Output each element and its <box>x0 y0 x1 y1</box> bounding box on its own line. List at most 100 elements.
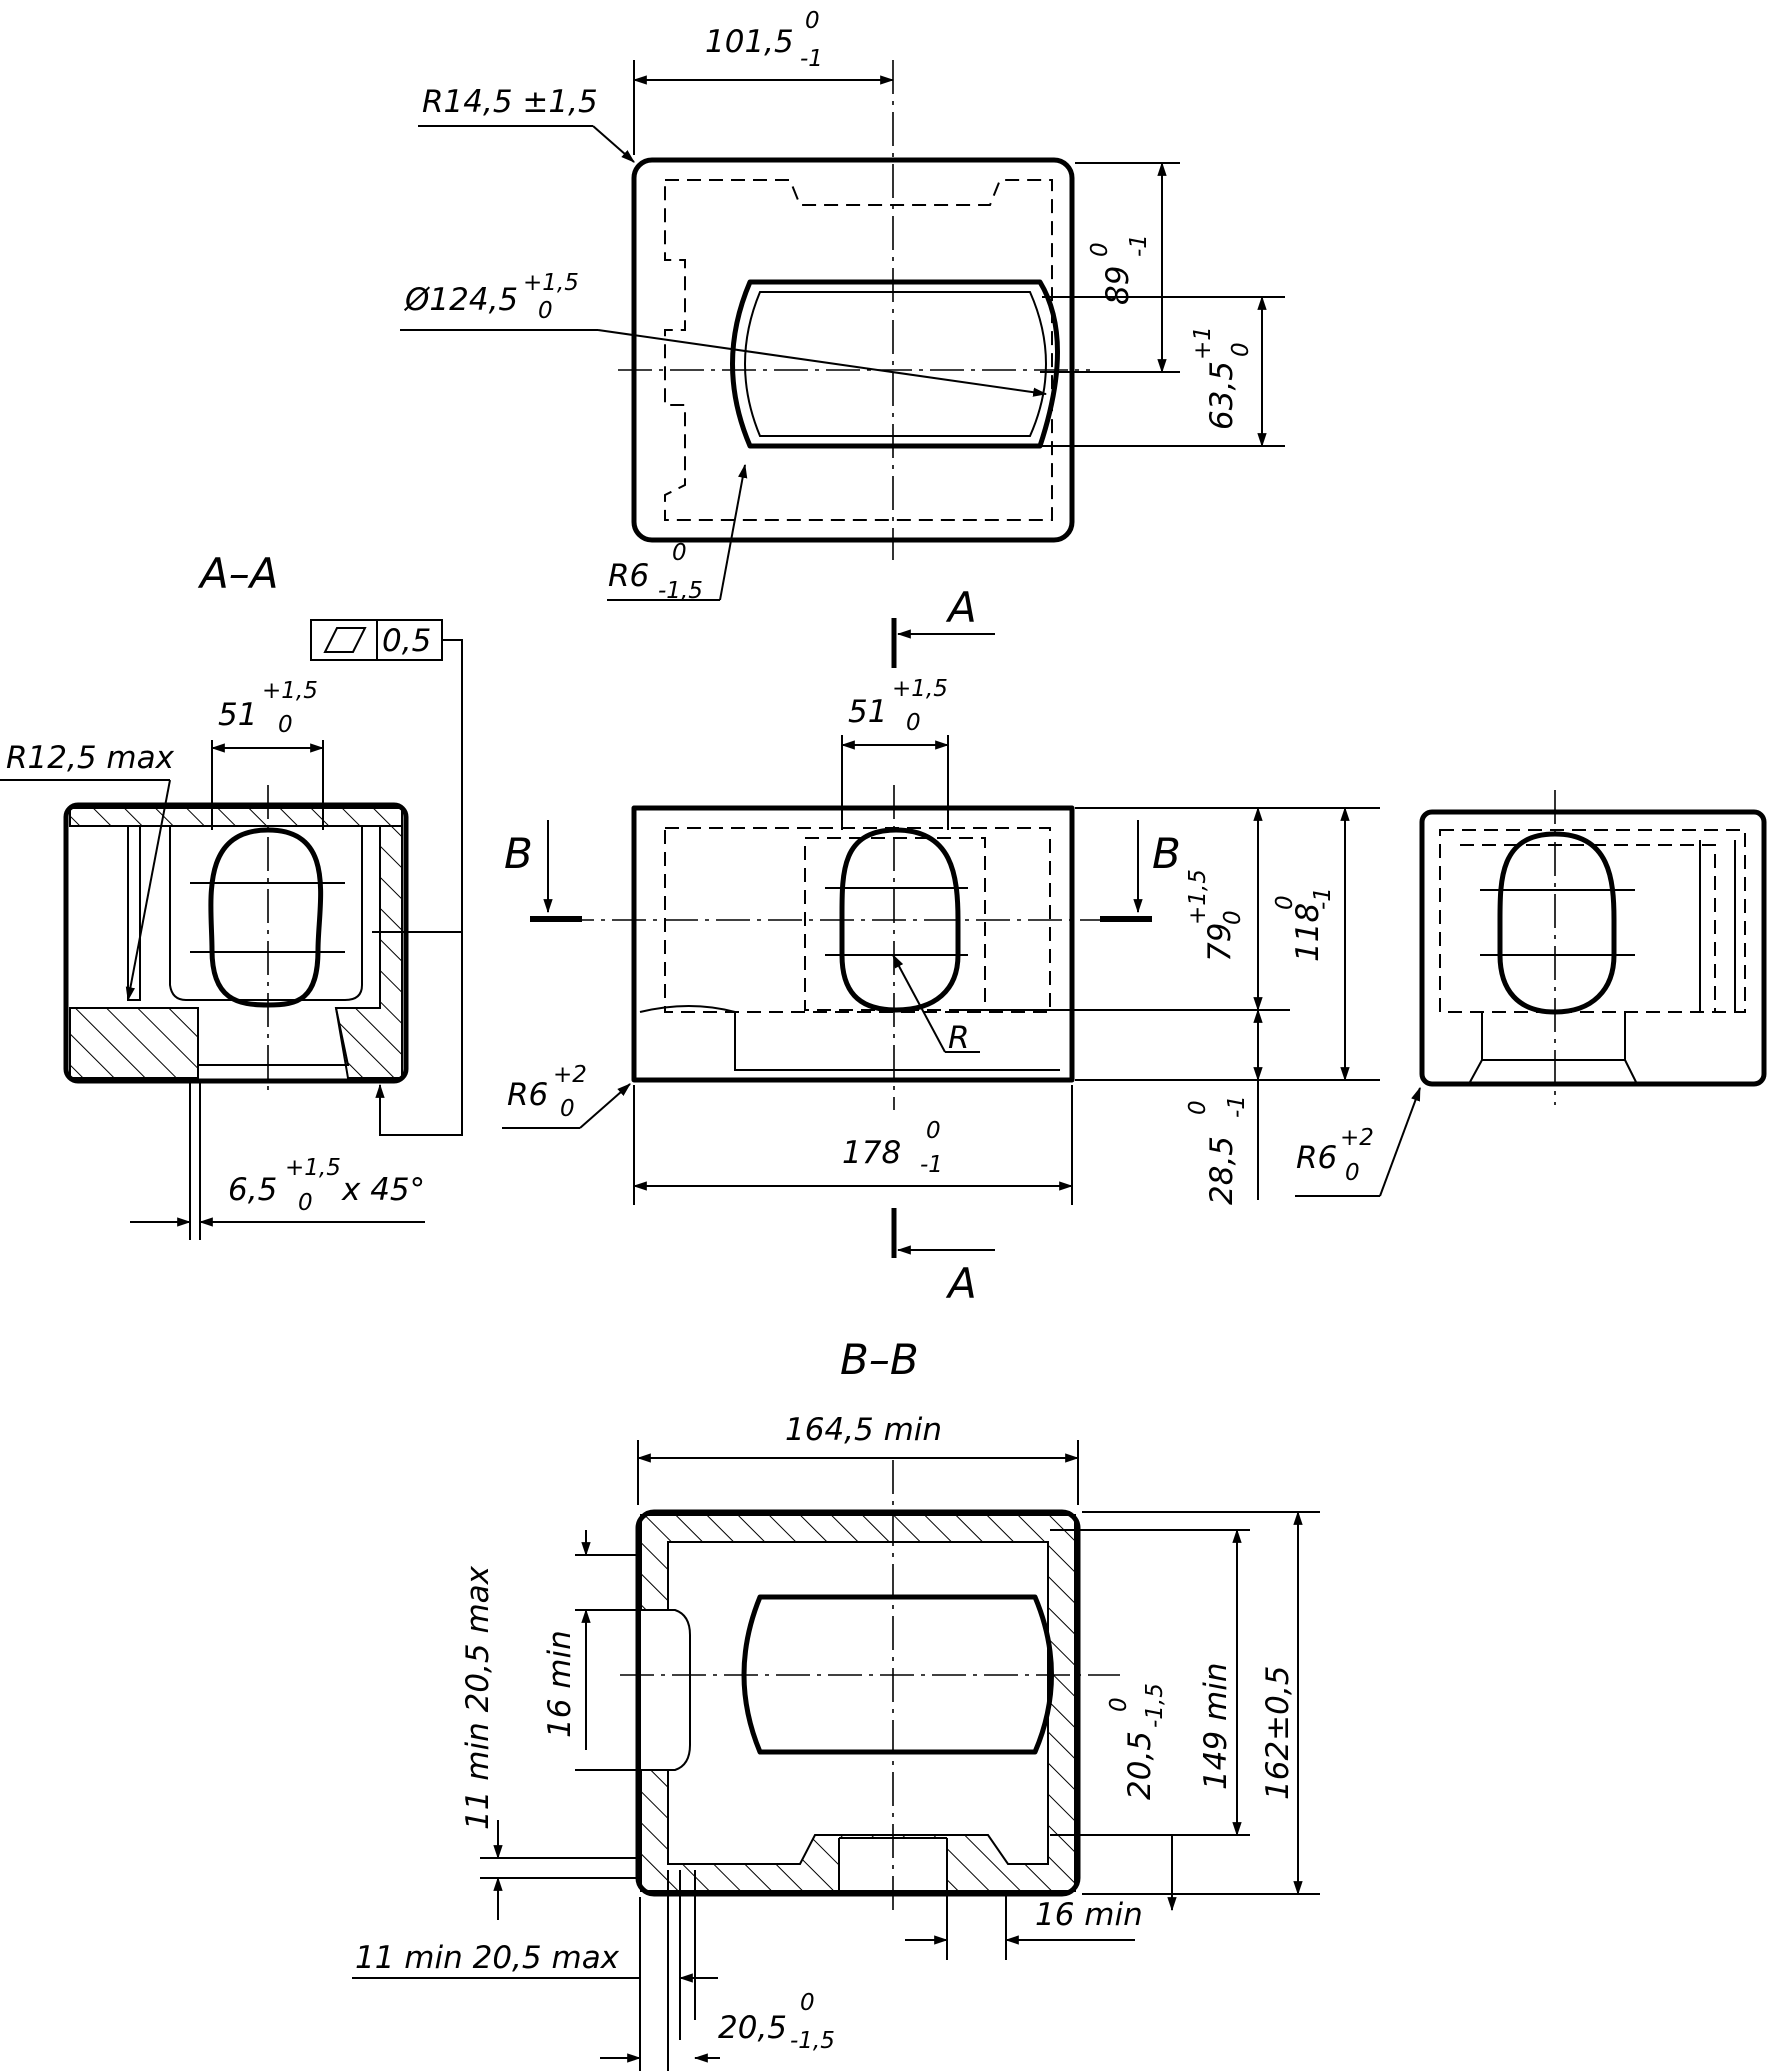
front-view-base-dim: 28,5 <box>1204 1136 1240 1205</box>
top-view-inner-radius-tol-low: -1,5 <box>658 578 703 604</box>
section-bb-bottom-wall-tol-up: 0 <box>800 1990 815 2016</box>
section-bb-slot-min: 16 min <box>542 1630 578 1738</box>
section-aa-inner-cavity <box>169 826 363 1001</box>
section-aa-top-wall <box>69 807 403 827</box>
front-view-height-tol-up: 0 <box>1272 895 1298 910</box>
section-aa-opening-dim: 51 <box>218 697 257 733</box>
front-view-base-tol-low: -1 <box>1224 1095 1250 1118</box>
section-bb-width-min: 164,5 min <box>785 1412 942 1448</box>
side-view-outline <box>1419 809 1767 1087</box>
front-view-outline <box>631 805 1075 1083</box>
section-bb: B–B 164,5 min 149 min 162±0,5 20,5 0 -1,… <box>352 1335 1320 2071</box>
section-bb-outline <box>635 1509 1081 1897</box>
section-aa: A–A 51 +1,5 0 R12,5 max 0,5 6,5 +1,5 0 <box>0 549 463 1240</box>
side-view-hidden-outline <box>1439 829 1746 1013</box>
section-bb-bottom-wall-tol-low: -1,5 <box>790 2028 835 2054</box>
front-view-length-dim: 178 <box>842 1135 901 1171</box>
section-bb-bottom-wall-dim: 20,5 <box>718 2010 787 2046</box>
top-view-diameter-tol-up: +1,5 <box>523 270 579 296</box>
section-aa-chamfer-tol-up: +1,5 <box>285 1155 341 1181</box>
front-view: 51 +1,5 0 R R6 +2 0 178 0 -1 79 +1,5 0 1… <box>502 676 1380 1205</box>
top-view-aperture-tol-low: 0 <box>1228 342 1254 357</box>
section-bb-wall-tol-low: -1,5 <box>1142 1683 1168 1728</box>
front-view-height-tol-low: -1 <box>1310 887 1336 910</box>
section-marker-b-left-label: B <box>504 829 533 878</box>
section-aa-bottom-left-wall <box>69 1007 199 1079</box>
section-bb-wall-tol-up: 0 <box>1106 1697 1132 1712</box>
top-view-height-tol-low: -1 <box>1126 234 1152 257</box>
flatness-icon <box>323 627 367 653</box>
section-aa-radius-max: R12,5 max <box>6 740 175 776</box>
section-bb-wall-dim: 20,5 <box>1122 1731 1158 1800</box>
section-bb-bottom-slot-min: 16 min <box>1035 1897 1143 1933</box>
side-view-hidden-inner <box>1460 844 1716 1012</box>
front-view-base-tol-up: 0 <box>1185 1100 1211 1115</box>
top-view-corner-radius: R14,5 ±1,5 <box>422 84 598 120</box>
front-view-opening-tol-low: 0 <box>906 710 921 736</box>
top-view-width-tol-low: -1 <box>800 46 823 72</box>
section-aa-oval-slot <box>208 827 324 1008</box>
top-view-width-tol-up: 0 <box>805 8 820 34</box>
section-marker-b-left: B <box>504 820 582 922</box>
section-marker-b-right: B <box>1100 820 1181 922</box>
side-view-corner-tol-up: +2 <box>1340 1125 1374 1151</box>
top-view-outline <box>631 157 1075 543</box>
section-marker-a-top: A <box>891 583 995 668</box>
section-marker-b-right-label: B <box>1152 829 1181 878</box>
front-view-height-dim: 118 <box>1290 903 1326 962</box>
top-view-inner-radius-tol-up: 0 <box>672 540 687 566</box>
section-marker-a-bottom-label: A <box>945 1259 977 1308</box>
section-bb-left-vertical: 11 min 20,5 max <box>460 1565 496 1830</box>
section-bb-wall <box>640 1514 1076 1892</box>
flatness-symbol-box <box>310 619 378 661</box>
section-aa-chamfer-tol-low: 0 <box>298 1190 313 1216</box>
section-marker-a-top-label: A <box>945 583 977 632</box>
top-view-aperture-tol-up: +1 <box>1190 326 1216 360</box>
top-view-aperture-outer <box>730 279 1060 449</box>
section-aa-chamfer-angle: x 45° <box>341 1172 425 1208</box>
flatness-value: 0,5 <box>382 623 431 659</box>
front-view-hidden-outline <box>664 827 1051 1013</box>
top-view-aperture-dim: 63,5 <box>1204 361 1240 430</box>
top-view-diameter-tol-low: 0 <box>538 298 553 324</box>
section-aa-opening-tol-low: 0 <box>278 712 293 738</box>
section-bb-height-dim: 162±0,5 <box>1260 1666 1296 1800</box>
front-view-opening-dim: 51 <box>848 694 887 730</box>
front-view-oval-slot <box>839 827 961 1013</box>
top-view-diameter-leader <box>597 329 1048 397</box>
section-bb-inner-height-min: 149 min <box>1198 1663 1234 1790</box>
section-aa-right-wall <box>334 825 403 1079</box>
front-view-slot-radius: R <box>948 1020 970 1056</box>
front-view-corner-tol-low: 0 <box>560 1096 575 1122</box>
front-view-opening-tol-up: +1,5 <box>892 676 948 702</box>
front-view-base-edge <box>639 1005 1060 1071</box>
section-aa-bottom-opening <box>197 1007 350 1066</box>
top-view-inner-radius: R6 <box>608 558 649 594</box>
side-view-base-opening <box>1481 1012 1626 1061</box>
section-aa-opening-tol-up: +1,5 <box>262 678 318 704</box>
section-bb-bottom-horizontal: 11 min 20,5 max <box>355 1940 620 1976</box>
top-view-aperture-inner <box>744 291 1047 437</box>
section-marker-a-bottom: A <box>891 1208 995 1308</box>
top-view-diameter-dim: Ø124,5 <box>403 282 518 318</box>
side-view: R6 +2 0 <box>1295 790 1767 1197</box>
front-view-upper-height-dim: 79 <box>1202 923 1238 962</box>
top-view-height-tol-up: 0 <box>1087 242 1113 257</box>
section-aa-outline <box>63 802 409 1084</box>
section-aa-title: A–A <box>197 549 278 598</box>
top-view-height-dim: 89 <box>1100 266 1136 305</box>
top-view-hidden-outline <box>664 179 1053 521</box>
front-view-upper-height-tol-low: 0 <box>1220 910 1246 925</box>
side-view-oval-slot <box>1497 831 1617 1015</box>
section-bb-aperture <box>741 1594 1054 1755</box>
section-aa-chamfer-dim: 6,5 <box>228 1172 277 1208</box>
side-view-corner-radius: R6 <box>1296 1140 1337 1176</box>
side-view-corner-tol-low: 0 <box>1345 1160 1360 1186</box>
front-view-corner-tol-up: +2 <box>553 1062 587 1088</box>
section-bb-title: B–B <box>840 1335 919 1384</box>
front-view-upper-height-tol-up: +1,5 <box>1185 869 1211 925</box>
front-view-length-tol-low: -1 <box>920 1152 943 1178</box>
front-view-length-tol-up: 0 <box>926 1118 941 1144</box>
front-view-corner-radius: R6 <box>507 1077 548 1113</box>
